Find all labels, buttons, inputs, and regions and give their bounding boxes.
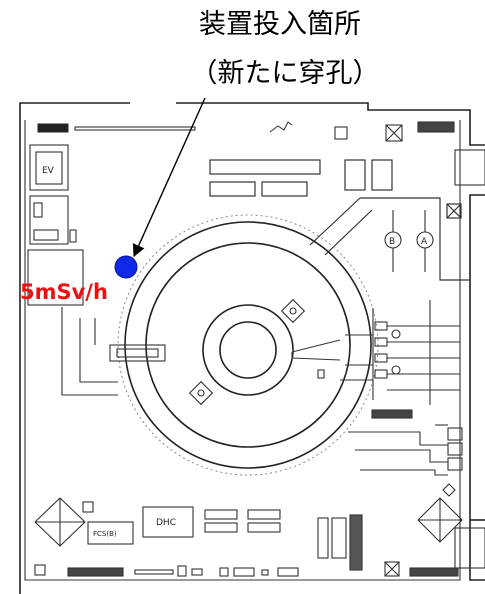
insertion-point-marker bbox=[114, 255, 138, 279]
left-partitions bbox=[61, 307, 118, 396]
title-line-1: 装置投入箇所 bbox=[199, 9, 361, 40]
valve-a-label: A bbox=[421, 237, 428, 247]
valve-b-label: B bbox=[389, 237, 395, 247]
top-blocks bbox=[209, 159, 393, 197]
ev-label: EV bbox=[42, 166, 55, 176]
bottom-equipment bbox=[34, 483, 485, 577]
fcs-label: FCS(B) bbox=[93, 530, 117, 538]
valve-b bbox=[384, 210, 402, 272]
reactor-equipment bbox=[109, 298, 341, 406]
title-line-2: （新たに穿孔） bbox=[190, 58, 380, 89]
building-outline bbox=[19, 102, 485, 594]
inner-walls bbox=[24, 120, 485, 581]
dose-rate-label: 5mSv/h bbox=[20, 280, 108, 304]
pointer-arrow bbox=[132, 97, 206, 258]
lower-right-rack bbox=[348, 409, 463, 476]
corridor bbox=[309, 197, 470, 281]
valve-a bbox=[416, 210, 434, 272]
left-rooms bbox=[27, 144, 84, 306]
right-pipework bbox=[340, 300, 460, 405]
dhc-label: DHC bbox=[156, 518, 176, 528]
